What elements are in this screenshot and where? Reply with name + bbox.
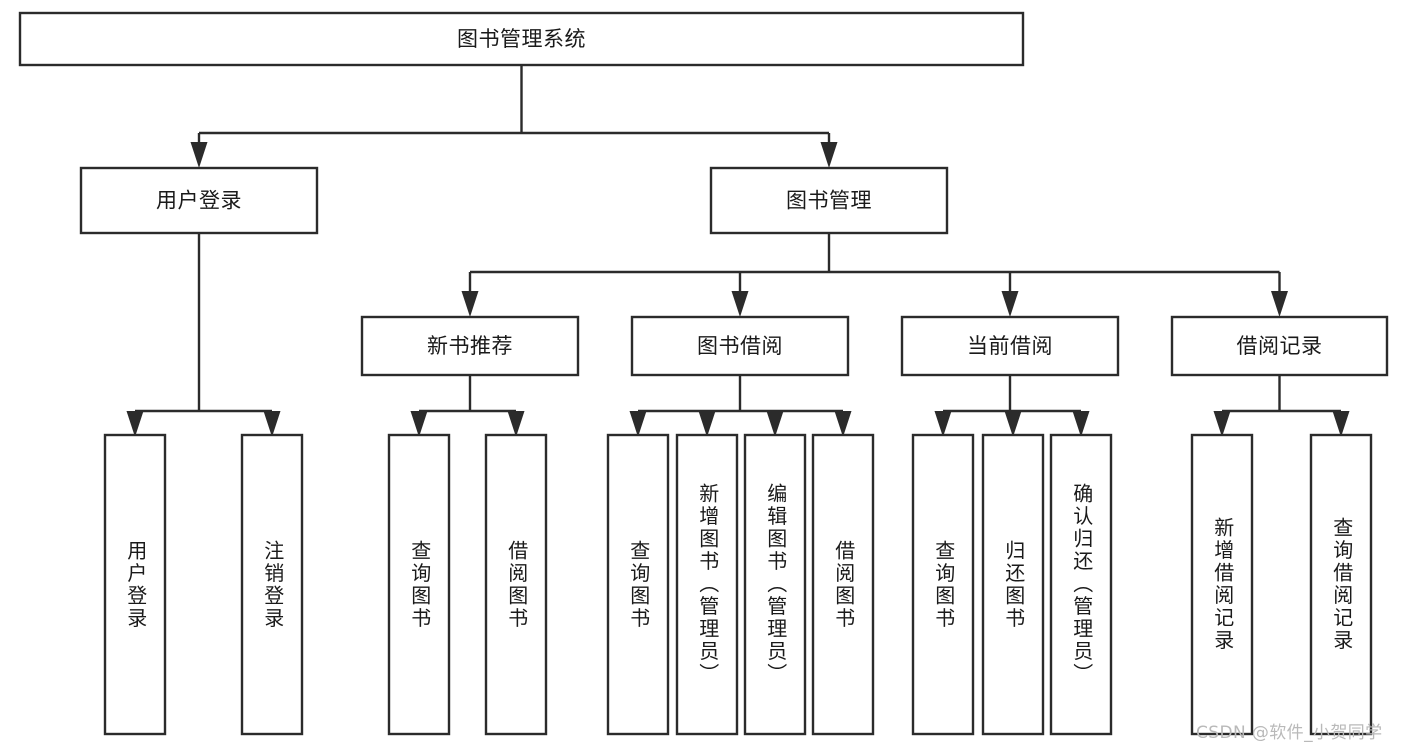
node-box-level3-2[interactable] (900, 315, 1120, 377)
arrow-head-icon (766, 411, 784, 437)
arrow-head-icon (410, 411, 428, 437)
arrow-head-icon (1004, 411, 1022, 437)
arrow-head-icon (126, 411, 144, 437)
leaf-box-0[interactable] (103, 433, 167, 736)
node-box-level3-1[interactable] (630, 315, 850, 377)
arrow-head-icon (461, 291, 479, 317)
node-label-level3-0: 新书推荐 (427, 334, 513, 358)
csdn-watermark: CSDN @软件_小贺同学 (1196, 723, 1383, 743)
arrow-head-icon (1213, 411, 1231, 437)
leaf-box-7[interactable] (811, 433, 875, 736)
leaf-box-10[interactable] (1049, 433, 1113, 736)
boxes-layer (18, 11, 1389, 736)
node-box-root[interactable] (18, 11, 1025, 67)
arrow-head-icon (731, 291, 749, 317)
arrow-head-icon (1001, 291, 1019, 317)
arrow-head-icon (507, 411, 525, 437)
arrow-head-icon (820, 142, 838, 168)
leaf-box-6[interactable] (743, 433, 807, 736)
arrow-head-icon (698, 411, 716, 437)
leaf-box-2[interactable] (387, 433, 451, 736)
node-label-level3-2: 当前借阅 (967, 334, 1053, 358)
node-box-level2-1[interactable] (709, 166, 949, 235)
leaf-box-1[interactable] (240, 433, 304, 736)
node-label-level2-1: 图书管理 (786, 189, 872, 213)
arrow-head-icon (934, 411, 952, 437)
leaf-box-11[interactable] (1190, 433, 1254, 736)
node-box-level3-0[interactable] (360, 315, 580, 377)
node-box-level3-3[interactable] (1170, 315, 1389, 377)
arrow-head-icon (1072, 411, 1090, 437)
node-label-level2-0: 用户登录 (156, 189, 242, 213)
arrow-head-icon (190, 142, 208, 168)
connectors-layer (126, 65, 1350, 437)
arrow-head-icon (834, 411, 852, 437)
arrow-head-icon (629, 411, 647, 437)
leaf-box-3[interactable] (484, 433, 548, 736)
leaf-box-9[interactable] (981, 433, 1045, 736)
node-label-root: 图书管理系统 (457, 27, 586, 51)
arrow-head-icon (1271, 291, 1288, 317)
leaf-box-5[interactable] (675, 433, 739, 736)
arrow-head-icon (263, 411, 281, 437)
leaf-box-12[interactable] (1309, 433, 1373, 736)
leaf-box-8[interactable] (911, 433, 975, 736)
node-label-level3-3: 借阅记录 (1237, 334, 1323, 358)
node-label-level3-1: 图书借阅 (697, 334, 783, 358)
arrow-head-icon (1332, 411, 1350, 437)
leaf-box-4[interactable] (606, 433, 670, 736)
node-box-level2-0[interactable] (79, 166, 319, 235)
